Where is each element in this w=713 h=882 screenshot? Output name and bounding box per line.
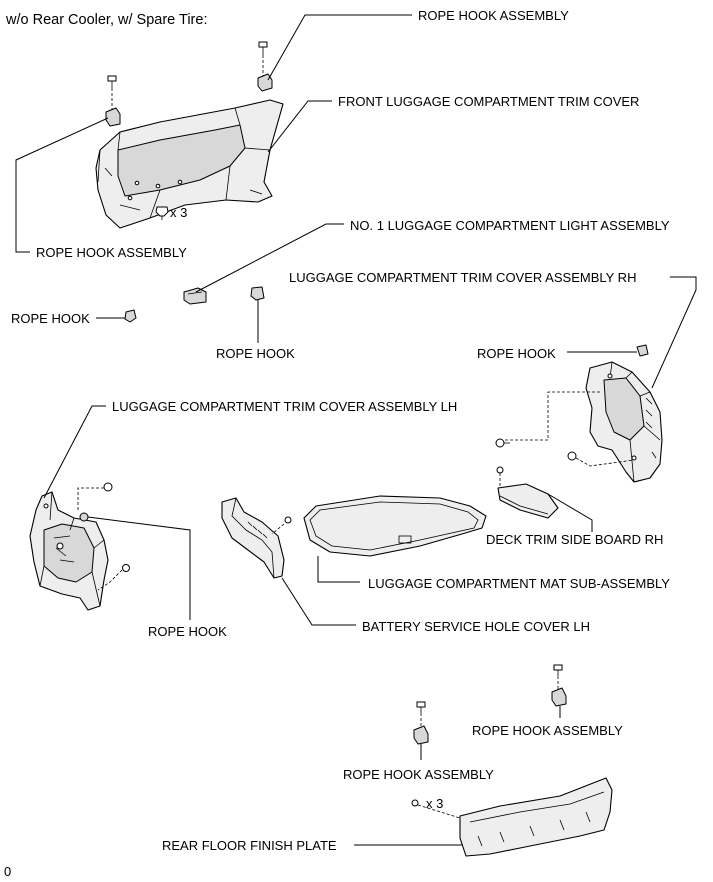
- front-trim-clip-quantity: x 3: [170, 205, 187, 220]
- leader-trim-cover-rh: [651, 276, 697, 389]
- label-rope-hook-left: ROPE HOOK: [11, 311, 90, 326]
- rope-hook-center-part: [250, 286, 265, 301]
- finish-plate-screw: [411, 799, 461, 819]
- lh-fastener-guide-1: [77, 487, 104, 510]
- leader-deck-board: [547, 493, 593, 532]
- rope-hook-right-part: [636, 344, 649, 357]
- leader-front-trim-cover: [267, 100, 332, 153]
- luggage-compartment-light-assembly: [183, 287, 207, 305]
- leader-rope-hook-lower: [87, 516, 191, 620]
- rope-hook-assembly-top-left: [105, 75, 121, 127]
- rh-fastener-guide-1: [505, 391, 600, 441]
- rope-hook-left-part: [124, 309, 137, 323]
- battery-service-hole-cover-lh: [221, 497, 285, 579]
- finish-plate-screw-quantity: x 3: [426, 796, 443, 811]
- lh-screw-2: [122, 564, 130, 572]
- label-trim-cover-lh: LUGGAGE COMPARTMENT TRIM COVER ASSEMBLY …: [112, 399, 457, 414]
- label-light-assembly: NO. 1 LUGGAGE COMPARTMENT LIGHT ASSEMBLY: [350, 218, 670, 233]
- trim-clip: [155, 206, 169, 220]
- luggage-compartment-trim-cover-rh: [585, 361, 663, 483]
- deck-board-screw: [496, 466, 504, 488]
- rope-hook-assembly-lower-left: [413, 701, 429, 745]
- leader-trim-cover-lh: [43, 405, 106, 499]
- leader-rope-hook-assembly-top: [267, 14, 412, 81]
- label-rope-hook-assembly-lower-left: ROPE HOOK ASSEMBLY: [343, 767, 494, 782]
- rope-hook-assembly-lower-right: [551, 664, 567, 707]
- rh-fastener-guide-2: [575, 457, 635, 467]
- luggage-compartment-mat: [303, 495, 487, 557]
- label-rope-hook-assembly-lower-right: ROPE HOOK ASSEMBLY: [472, 723, 623, 738]
- label-rope-hook-assembly-top: ROPE HOOK ASSEMBLY: [418, 8, 569, 23]
- rh-screw-1: [495, 438, 510, 448]
- label-rope-hook-center: ROPE HOOK: [216, 346, 295, 361]
- rear-floor-finish-plate: [459, 777, 613, 857]
- leader-battery-cover: [281, 577, 356, 626]
- rope-hook-assembly-top-center: [257, 41, 273, 92]
- diagram-title: w/o Rear Cooler, w/ Spare Tire:: [5, 12, 207, 28]
- footer-code: 0: [4, 864, 11, 879]
- leader-rope-hook-assembly-left: [15, 117, 109, 253]
- leader-mat: [317, 556, 360, 583]
- label-rope-hook-assembly-left: ROPE HOOK ASSEMBLY: [36, 245, 187, 260]
- deck-trim-side-board-rh: [497, 483, 559, 519]
- rope-hook-lower-part: [79, 512, 89, 522]
- rh-clip-2: [567, 451, 577, 461]
- front-luggage-compartment-trim-cover: [95, 99, 284, 229]
- luggage-compartment-trim-cover-lh: [29, 491, 109, 611]
- battery-cover-screw: [271, 516, 292, 535]
- leader-light-assembly: [195, 223, 344, 293]
- label-rope-hook-right: ROPE HOOK: [477, 346, 556, 361]
- label-rope-hook-lower: ROPE HOOK: [148, 624, 227, 639]
- label-deck-board: DECK TRIM SIDE BOARD RH: [486, 532, 663, 547]
- lh-fastener-guide-2: [97, 569, 123, 591]
- label-front-trim-cover: FRONT LUGGAGE COMPARTMENT TRIM COVER: [338, 94, 639, 109]
- label-rear-floor-plate: REAR FLOOR FINISH PLATE: [162, 838, 337, 853]
- label-battery-cover: BATTERY SERVICE HOLE COVER LH: [362, 619, 590, 634]
- lh-clip-1: [103, 482, 113, 492]
- label-trim-cover-rh: LUGGAGE COMPARTMENT TRIM COVER ASSEMBLY …: [289, 270, 636, 285]
- label-mat: LUGGAGE COMPARTMENT MAT SUB-ASSEMBLY: [368, 576, 670, 591]
